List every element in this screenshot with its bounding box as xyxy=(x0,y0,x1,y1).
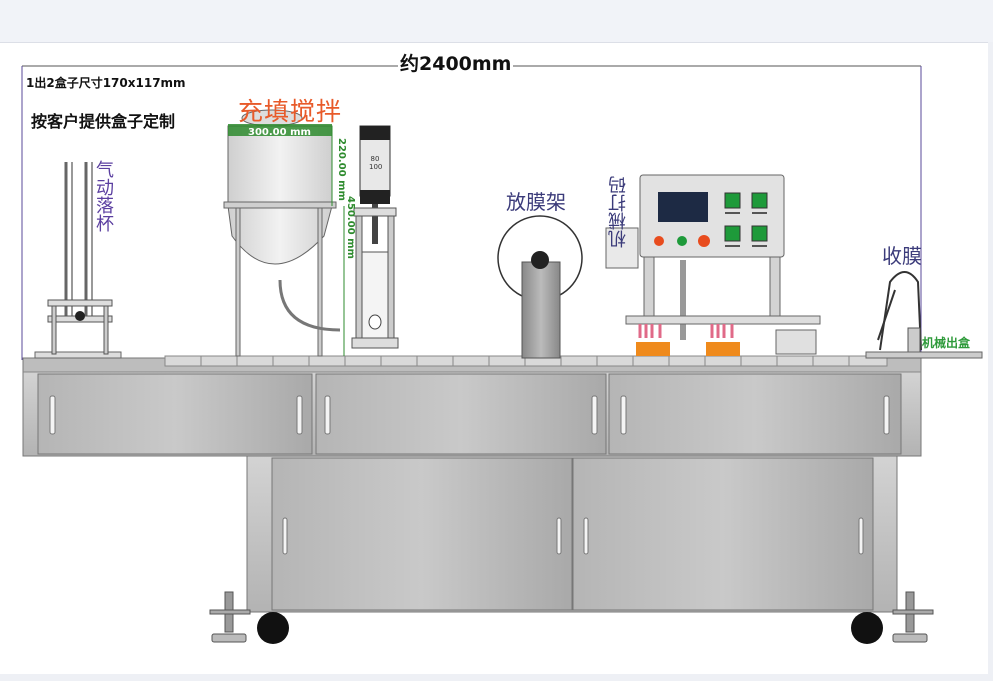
mech-print-label: 机械打码 xyxy=(608,176,629,248)
film-receive-label: 收膜 xyxy=(882,244,922,268)
tank-width-dimension: 300.00 mm xyxy=(248,127,311,138)
cylinder-spec-line2: 100 xyxy=(369,163,383,171)
film-rewinder-unit xyxy=(865,271,983,359)
pneumatic-cup-drop-unit xyxy=(34,162,122,359)
cylinder-spec-label: 80 100 xyxy=(369,155,383,171)
lower-cabinet xyxy=(246,455,898,613)
cylinder-spec-line1: 80 xyxy=(370,155,380,163)
fill-mixing-tank xyxy=(223,109,345,357)
mech-output-label: 机械出盒 xyxy=(922,336,971,350)
casters xyxy=(209,591,934,644)
overall-length-label: 约2400mm xyxy=(398,52,514,76)
film-holder-label: 放膜架 xyxy=(506,190,566,214)
upper-cabinet xyxy=(22,357,922,457)
filling-piston-unit xyxy=(351,125,399,349)
pneumatic-drop-label: 气动落杯 xyxy=(93,160,114,232)
box-size-note: 1出2盒子尺寸170x117mm xyxy=(26,76,186,90)
bottom-frame-edge xyxy=(0,674,993,681)
tank-height-dimension-1: 220.00 mm xyxy=(336,138,347,201)
custom-box-note: 按客户提供盒子定制 xyxy=(31,112,176,131)
film-roll-holder xyxy=(497,215,583,359)
fill-mix-label: 充填搅拌 xyxy=(238,97,343,126)
top-header-bar xyxy=(0,0,993,42)
tank-height-dimension-2: 450.00 mm xyxy=(345,196,356,259)
right-frame-edge xyxy=(988,42,993,681)
date-coder-unit xyxy=(605,174,821,356)
header-divider xyxy=(0,42,993,43)
